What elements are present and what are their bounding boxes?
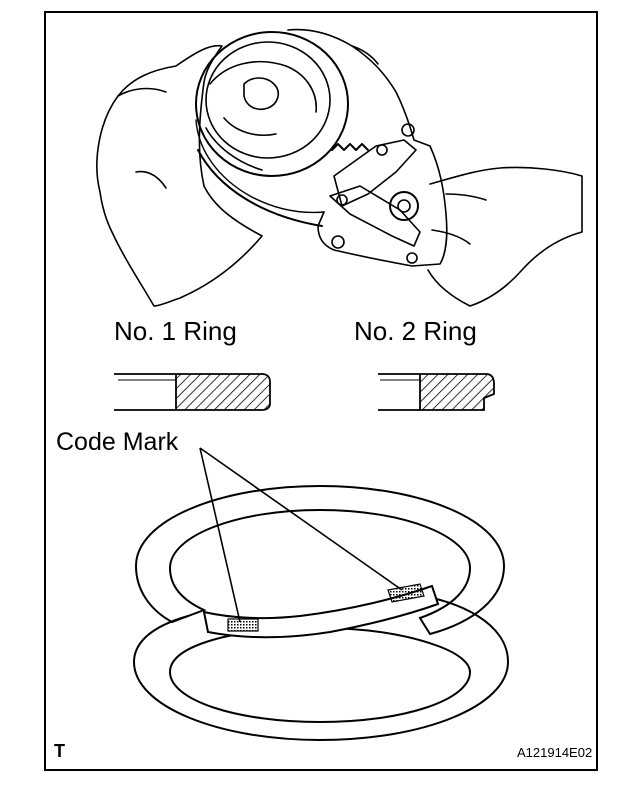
figure-id: A121914E02 xyxy=(517,745,593,760)
corner-letter: T xyxy=(54,741,65,761)
no2-ring-label: No. 2 Ring xyxy=(354,316,477,346)
tool-spring xyxy=(331,143,369,151)
tool-knob xyxy=(389,191,419,221)
ring-expander-tool xyxy=(287,28,448,267)
code-mark-leaders xyxy=(199,447,403,623)
no1-ring-section xyxy=(114,373,271,411)
illustration-frame xyxy=(44,11,598,771)
code-mark-right xyxy=(387,583,425,603)
right-hand xyxy=(427,166,583,307)
piston-crown xyxy=(195,31,349,177)
lower-ring xyxy=(132,593,510,742)
code-mark-left xyxy=(227,618,259,632)
no2-ring-section xyxy=(378,373,495,411)
piston-ring-expander-illustration xyxy=(96,28,583,307)
no1-ring-label: No. 1 Ring xyxy=(114,316,237,346)
left-hand xyxy=(96,44,263,307)
piston-rings-illustration xyxy=(132,484,510,742)
upper-ring xyxy=(134,484,506,636)
code-mark-label: Code Mark xyxy=(56,428,179,456)
